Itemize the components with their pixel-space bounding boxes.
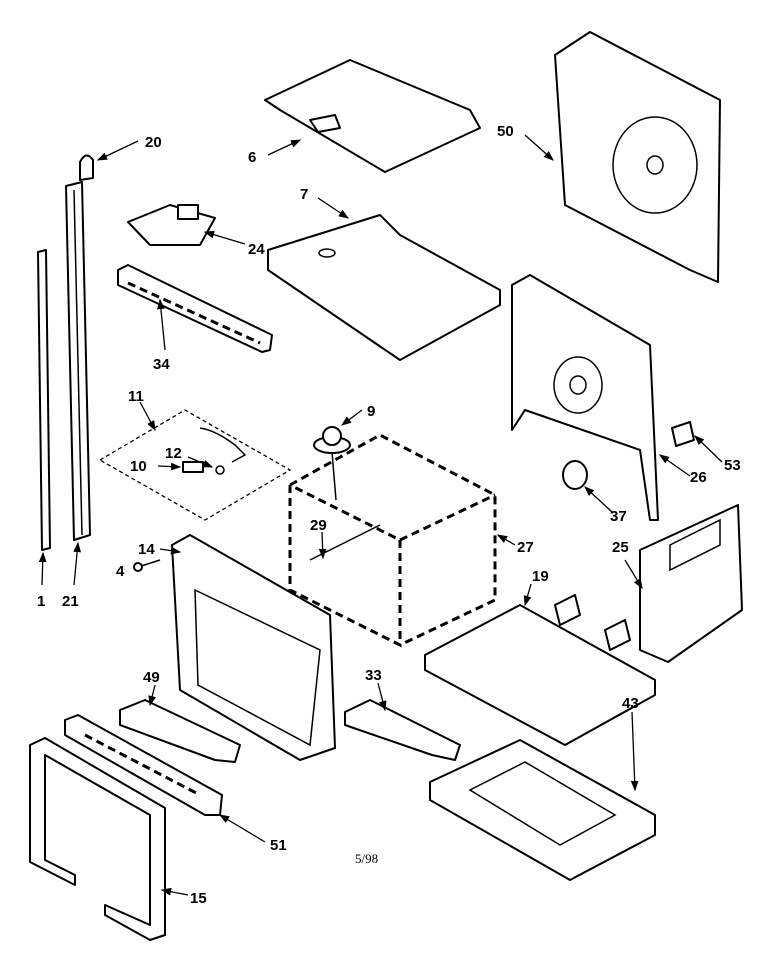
label-37: 37 bbox=[610, 508, 627, 525]
part-1-trim-strip bbox=[37, 249, 51, 551]
part-26-side-panel bbox=[511, 274, 659, 521]
part-15-door-gasket bbox=[29, 737, 166, 941]
part-49-trim bbox=[119, 699, 241, 763]
label-9: 9 bbox=[367, 403, 375, 420]
part-33-trim bbox=[344, 699, 461, 761]
label-6: 6 bbox=[248, 149, 256, 166]
part-53-clip bbox=[671, 421, 695, 447]
label-25: 25 bbox=[612, 539, 629, 556]
label-49: 49 bbox=[143, 669, 160, 686]
label-51: 51 bbox=[270, 837, 287, 854]
part-50-rear-panel bbox=[554, 31, 721, 283]
part-37-gasket bbox=[562, 460, 588, 490]
part-19-bottom-panel bbox=[424, 594, 656, 746]
label-27: 27 bbox=[517, 539, 534, 556]
label-10: 10 bbox=[130, 458, 147, 475]
part-24-switch-assembly bbox=[127, 204, 216, 246]
part-7-cavity-top bbox=[267, 214, 501, 361]
part-labels: 20 6 50 7 24 34 11 9 12 10 53 26 37 29 2… bbox=[37, 123, 741, 907]
part-4-screw bbox=[133, 559, 161, 572]
label-29: 29 bbox=[310, 517, 327, 534]
label-21: 21 bbox=[62, 593, 79, 610]
label-50: 50 bbox=[497, 123, 514, 140]
label-53: 53 bbox=[724, 457, 741, 474]
label-19: 19 bbox=[532, 568, 549, 585]
leader-lines bbox=[38, 134, 723, 896]
label-14: 14 bbox=[138, 541, 155, 558]
label-12: 12 bbox=[165, 445, 182, 462]
part-20-cap bbox=[79, 154, 94, 181]
label-1: 1 bbox=[37, 593, 45, 610]
revision-date: 5/98 bbox=[355, 851, 378, 866]
label-11: 11 bbox=[128, 388, 144, 405]
part-6-top-panel bbox=[264, 59, 481, 173]
label-15: 15 bbox=[190, 890, 207, 907]
part-11-kit bbox=[98, 409, 292, 521]
label-7: 7 bbox=[300, 186, 308, 203]
label-33: 33 bbox=[365, 667, 382, 684]
part-43-drawer-pan bbox=[429, 739, 656, 881]
part-9-sensor bbox=[313, 426, 351, 501]
label-4: 4 bbox=[116, 563, 125, 580]
label-34: 34 bbox=[153, 356, 170, 373]
label-43: 43 bbox=[622, 695, 639, 712]
label-26: 26 bbox=[690, 469, 707, 486]
part-14-front-frame bbox=[171, 534, 336, 761]
label-24: 24 bbox=[248, 241, 265, 258]
part-21-side-trim bbox=[65, 181, 91, 541]
part-25-right-panel bbox=[639, 504, 743, 663]
part-34-vent-grille bbox=[117, 264, 273, 353]
label-20: 20 bbox=[145, 134, 162, 151]
